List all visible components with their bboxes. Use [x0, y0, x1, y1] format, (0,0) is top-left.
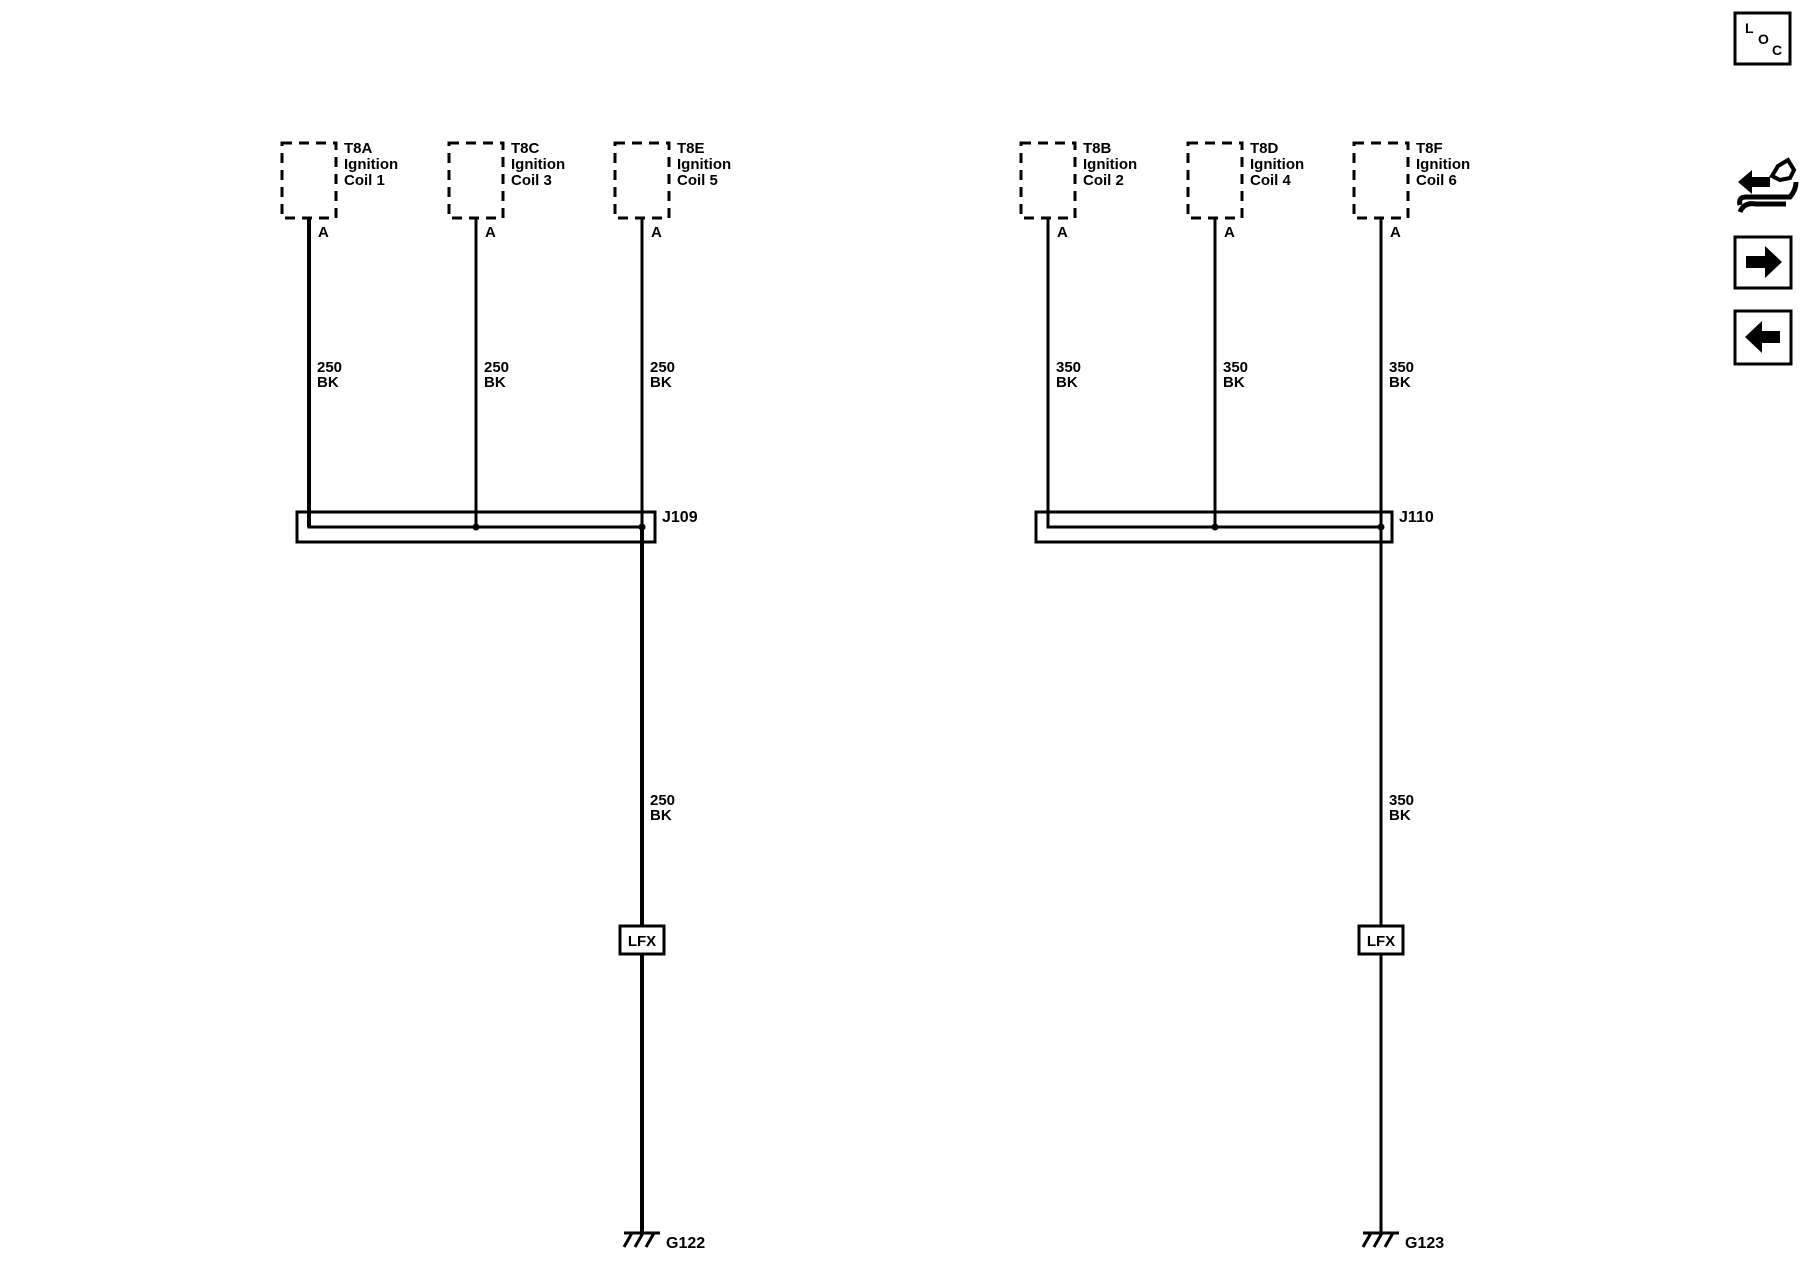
coil-t8b: T8B Ignition Coil 2 A 350 BK [1019, 140, 1137, 527]
splice-bus [307, 512, 642, 529]
coil-name-line2: Coil 2 [1083, 172, 1124, 189]
ground-symbol [1361, 1231, 1399, 1248]
ground-trunk-left: 250 BK LFX G122 [618, 527, 705, 1252]
connector-end-view-icon [1737, 157, 1799, 214]
pin-label: A [1390, 224, 1401, 241]
coil-name-line1: Ignition [1416, 156, 1470, 173]
wire-size: 350 [1389, 359, 1414, 376]
sidebar: L O C [1733, 11, 1799, 366]
wire-color: BK [1223, 374, 1245, 391]
coil-id: T8D [1250, 140, 1279, 157]
wire-size: 250 [650, 792, 675, 809]
splice-label: J109 [662, 509, 698, 526]
coil-name-line1: Ignition [511, 156, 565, 173]
option-label: LFX [628, 933, 656, 950]
prev-button[interactable] [1733, 309, 1793, 366]
splice-j110: J110 [1034, 509, 1434, 544]
splice-node [472, 523, 480, 531]
wire-size: 350 [1389, 792, 1414, 809]
wire-size: 250 [650, 359, 675, 376]
pin-label: A [1224, 224, 1235, 241]
coil-id: T8A [344, 140, 373, 157]
wire-color: BK [1389, 374, 1411, 391]
wire-color: BK [317, 374, 339, 391]
coil-t8e: T8E Ignition Coil 5 A 250 BK [613, 140, 731, 527]
coil-id: T8B [1083, 140, 1112, 157]
loc-letter-l: L [1745, 20, 1754, 36]
connector-end-view-button[interactable] [1737, 157, 1799, 214]
option-label: LFX [1367, 933, 1395, 950]
coil-connector-box [1186, 141, 1244, 220]
right-group: T8B Ignition Coil 2 A 350 BK T8D Ignitio… [1019, 140, 1470, 1252]
ground-trunk-right: 350 BK LFX G123 [1357, 527, 1444, 1252]
wire-size: 350 [1223, 359, 1248, 376]
loc-button[interactable]: L O C [1733, 11, 1792, 66]
coil-connector-box [1352, 141, 1410, 220]
splice-bus [1046, 512, 1381, 529]
coil-id: T8C [511, 140, 540, 157]
coil-connector-box [280, 141, 338, 220]
coil-name-line1: Ignition [344, 156, 398, 173]
coil-t8f: T8F Ignition Coil 6 A 350 BK [1352, 140, 1470, 527]
wire-color: BK [650, 374, 672, 391]
arrow-right-icon [1746, 246, 1782, 278]
coil-id: T8E [677, 140, 705, 157]
ground-label: G123 [1405, 1235, 1444, 1252]
loc-letter-c: C [1772, 42, 1782, 58]
left-group: T8A Ignition Coil 1 A 250 BK T8C Ignitio… [280, 140, 731, 1252]
wire-size: 250 [484, 359, 509, 376]
next-button[interactable] [1733, 235, 1793, 290]
coil-connector-box [447, 141, 505, 220]
ground-label: G122 [666, 1235, 705, 1252]
coil-connector-box [613, 141, 671, 220]
coil-name-line2: Coil 1 [344, 172, 385, 189]
pin-label: A [1057, 224, 1068, 241]
pin-label: A [318, 224, 329, 241]
coil-t8c: T8C Ignition Coil 3 A 250 BK [447, 140, 565, 527]
pin-label: A [485, 224, 496, 241]
loc-letter-o: O [1758, 31, 1769, 47]
pin-label: A [651, 224, 662, 241]
wire-color: BK [1389, 807, 1411, 824]
coil-t8d: T8D Ignition Coil 4 A 350 BK [1186, 140, 1304, 527]
splice-label: J110 [1399, 509, 1434, 526]
option-box [1357, 924, 1405, 956]
loc-icon [1733, 11, 1792, 66]
coil-t8a: T8A Ignition Coil 1 A 250 BK [280, 140, 398, 527]
coil-name-line2: Coil 3 [511, 172, 552, 189]
option-box [618, 924, 666, 956]
coil-name-line2: Coil 6 [1416, 172, 1457, 189]
wire-color: BK [650, 807, 672, 824]
coil-name-line2: Coil 5 [677, 172, 718, 189]
wire-size: 350 [1056, 359, 1081, 376]
arrow-left-icon [1745, 321, 1780, 353]
wire-color: BK [484, 374, 506, 391]
coil-connector-box [1019, 141, 1077, 220]
splice-node [1211, 523, 1219, 531]
splice-j109: J109 [295, 509, 698, 544]
coil-name-line1: Ignition [677, 156, 731, 173]
coil-name-line1: Ignition [1250, 156, 1304, 173]
coil-name-line1: Ignition [1083, 156, 1137, 173]
coil-id: T8F [1416, 140, 1443, 157]
ground-symbol [622, 1231, 660, 1248]
coil-name-line2: Coil 4 [1250, 172, 1291, 189]
wire-size: 250 [317, 359, 342, 376]
wire-color: BK [1056, 374, 1078, 391]
